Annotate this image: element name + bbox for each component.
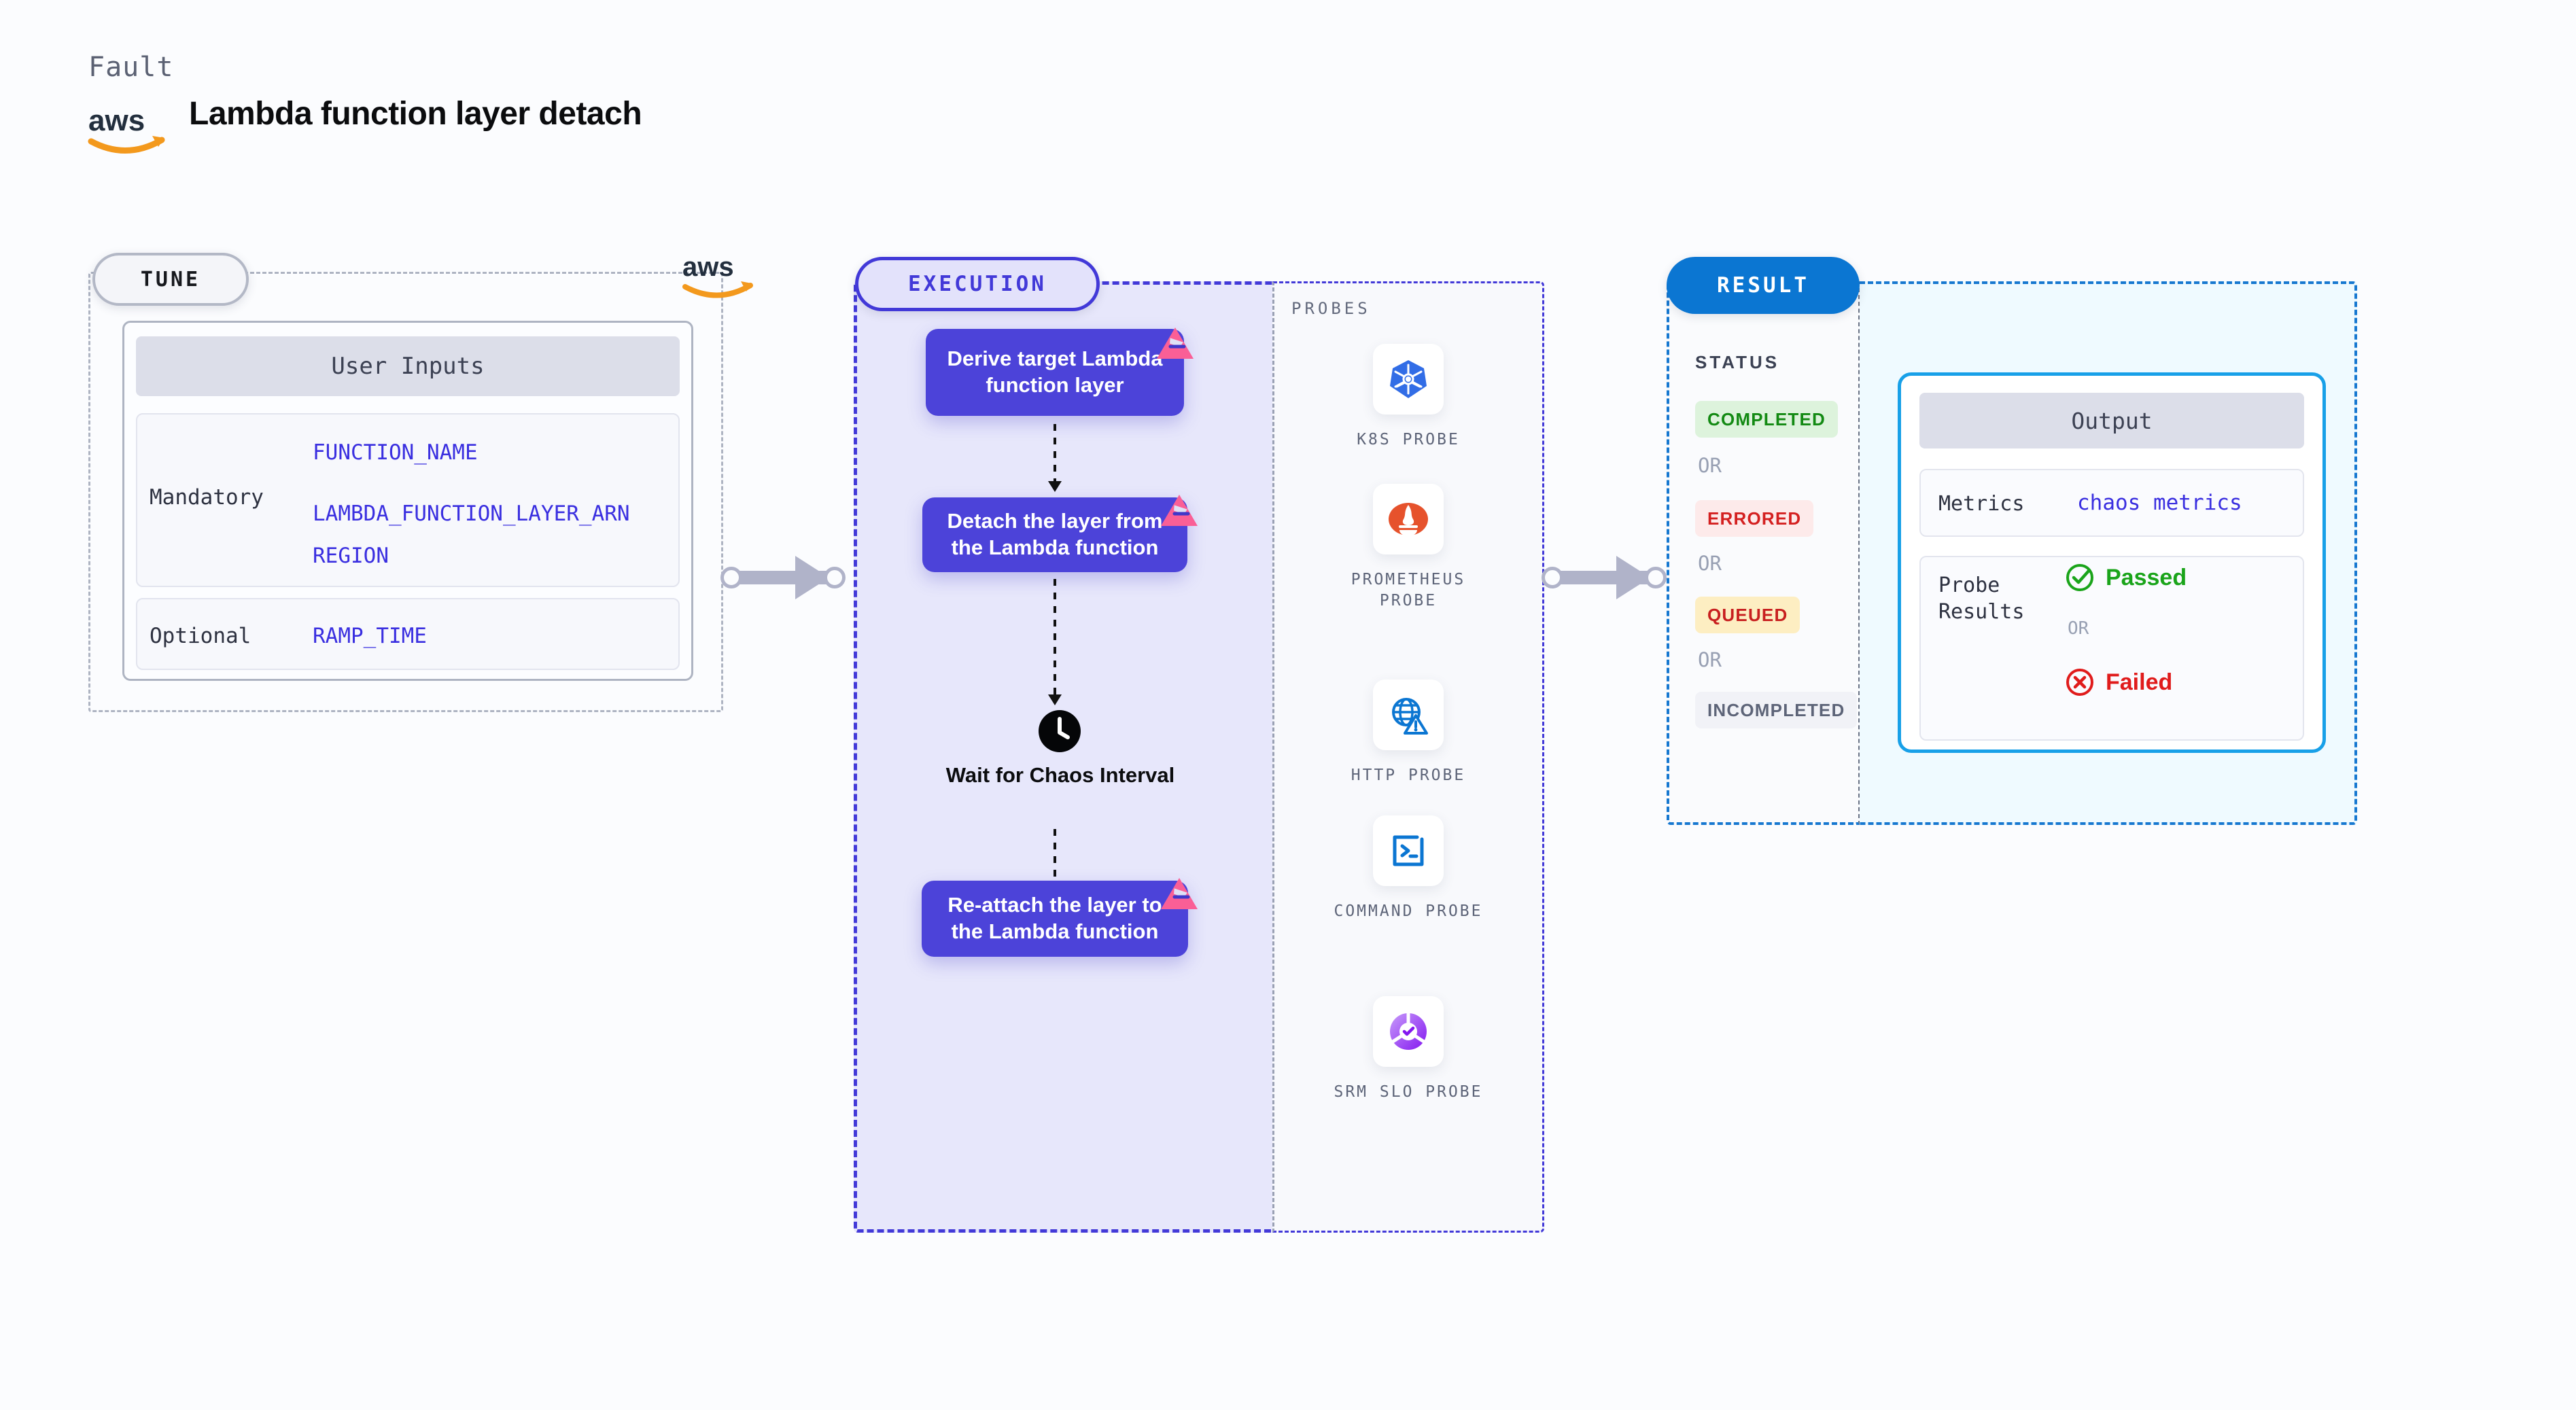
probe-label-k8s: K8S PROBE (1357, 431, 1460, 448)
wait-for-chaos-interval-label: Wait for Chaos Interval (945, 763, 1175, 787)
status-or-3: OR (1698, 648, 1722, 671)
output-title: Output (1919, 393, 2304, 448)
probe-verdict-or: OR (2068, 618, 2089, 639)
probe-tile-prometheus[interactable] (1373, 484, 1444, 554)
kubernetes-icon (1390, 360, 1427, 398)
result-status-panel (1667, 281, 1860, 825)
probe-label-prometheus: PROMETHEUS PROBE (1351, 571, 1466, 610)
execution-panel (854, 281, 1272, 1233)
probe-results-label: Probe Results (1938, 574, 2025, 624)
flow-arrow-1 (1048, 424, 1062, 492)
prometheus-icon (1389, 503, 1428, 536)
status-badge-errored: ERRORED (1695, 500, 1814, 537)
input-var-ramp-time: RAMP_TIME (313, 624, 427, 648)
clock-icon (1039, 710, 1081, 752)
optional-label: Optional (150, 624, 251, 648)
probe-label-srm-slo: SRM SLO PROBE (1334, 1083, 1483, 1101)
input-var-region: REGION (313, 544, 389, 568)
probe-tile-command[interactable] (1373, 815, 1444, 886)
probe-tile-srm-slo[interactable] (1373, 996, 1444, 1067)
probe-verdict-failed: Failed (2065, 667, 2172, 697)
probe-verdict-passed-label: Passed (2106, 564, 2187, 591)
probe-verdict-passed: Passed (2065, 563, 2187, 593)
user-inputs-title: User Inputs (136, 336, 680, 396)
flow-arrow-2 (1048, 579, 1062, 705)
input-var-function-name: FUNCTION_NAME (313, 440, 478, 465)
aws-logo-icon: aws (88, 104, 165, 154)
probe-label-command: COMMAND PROBE (1334, 902, 1483, 920)
x-circle-icon (2066, 669, 2093, 696)
execution-badge: EXECUTION (855, 257, 1100, 311)
tune-badge: TUNE (92, 253, 249, 306)
page-title: Lambda function layer detach (189, 96, 642, 132)
connector-tune-execution (720, 556, 856, 599)
probe-tile-k8s[interactable] (1373, 344, 1444, 415)
probe-verdict-failed-label: Failed (2106, 669, 2173, 695)
status-badge-incompleted: INCOMPLETED (1695, 692, 1858, 728)
probe-results-row (1919, 556, 2304, 741)
terminal-icon (1393, 835, 1424, 866)
mandatory-label: Mandatory (150, 485, 264, 510)
tune-panel (88, 272, 723, 712)
optional-group (136, 598, 680, 670)
connector-execution-result (1542, 556, 1677, 599)
probes-panel (1272, 281, 1544, 1233)
aws-logo-icon: aws (682, 252, 753, 298)
mandatory-group (136, 413, 680, 587)
http-globe-warning-icon (1392, 698, 1428, 735)
fault-eyebrow: Fault (88, 52, 174, 83)
status-badge-queued: QUEUED (1695, 597, 1800, 633)
execution-step-1[interactable]: Derive target Lambda function layer (926, 329, 1184, 416)
metrics-label: Metrics (1938, 492, 2025, 516)
probes-title: PROBES (1291, 299, 1371, 318)
execution-step-3[interactable]: Re-attach the layer to the Lambda functi… (922, 881, 1188, 957)
status-title: STATUS (1695, 352, 1780, 372)
svg-text:aws: aws (682, 252, 734, 282)
svg-text:aws: aws (88, 104, 145, 137)
probe-tile-http[interactable] (1373, 680, 1444, 750)
status-or-2: OR (1698, 552, 1722, 575)
metrics-row (1919, 469, 2304, 537)
input-var-lambda-function-layer-arn: LAMBDA_FUNCTION_LAYER_ARN (313, 501, 630, 526)
probe-label-http: HTTP PROBE (1351, 766, 1466, 784)
result-badge: RESULT (1667, 257, 1860, 314)
check-circle-icon (2066, 564, 2093, 591)
execution-step-2[interactable]: Detach the layer from the Lambda functio… (922, 497, 1187, 572)
status-badge-completed: COMPLETED (1695, 401, 1839, 438)
status-or-1: OR (1698, 454, 1722, 477)
metrics-value: chaos metrics (2077, 491, 2242, 515)
srm-slo-icon (1390, 1013, 1427, 1050)
